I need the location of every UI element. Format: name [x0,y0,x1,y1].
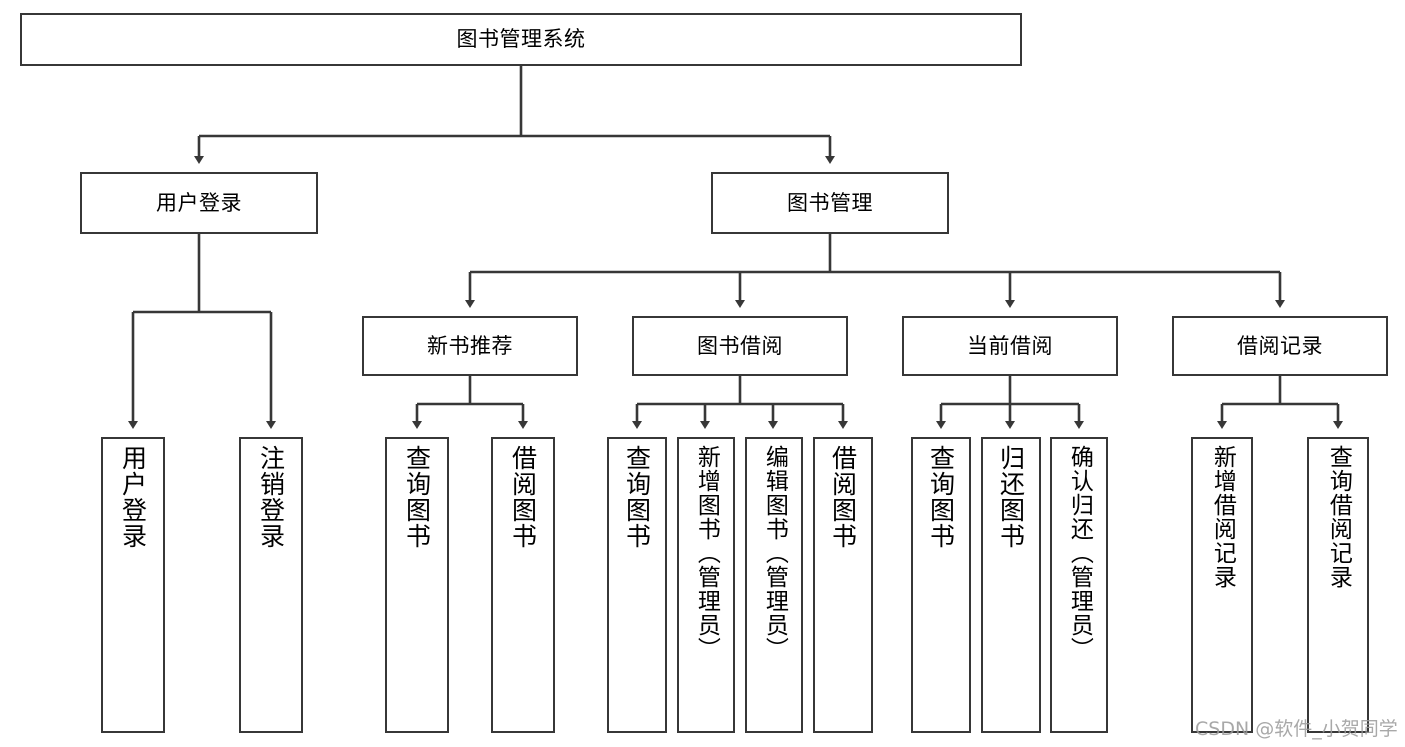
leaf-confirm-return-admin[interactable]: 确认归还（管理员） [1050,437,1108,733]
node-root-system[interactable]: 图书管理系统 [20,13,1022,66]
node-label: 编辑图书（管理员） [761,445,788,661]
leaf-query-book-recommend[interactable]: 查询图书 [385,437,449,733]
node-label: 图书管理 [787,190,873,215]
leaf-borrow-book-recommend[interactable]: 借阅图书 [491,437,555,733]
node-label: 新增借阅记录 [1209,445,1236,589]
node-borrow-record[interactable]: 借阅记录 [1172,316,1388,376]
node-label: 新书推荐 [427,333,513,358]
node-label: 借阅图书 [508,445,538,549]
node-book-borrow[interactable]: 图书借阅 [632,316,848,376]
node-label: 用户登录 [118,445,148,549]
node-label: 查询图书 [402,445,432,549]
node-book-management[interactable]: 图书管理 [711,172,949,234]
node-label: 查询图书 [622,445,652,549]
node-label: 查询借阅记录 [1325,445,1352,589]
node-label: 借阅记录 [1237,333,1323,358]
leaf-return-book[interactable]: 归还图书 [981,437,1041,733]
leaf-query-book-current[interactable]: 查询图书 [911,437,971,733]
node-label: 确认归还（管理员） [1066,445,1093,661]
node-user-login[interactable]: 用户登录 [80,172,318,234]
leaf-borrow-book[interactable]: 借阅图书 [813,437,873,733]
node-label: 用户登录 [156,190,242,215]
node-label: 图书借阅 [697,333,783,358]
leaf-user-logout[interactable]: 注销登录 [239,437,303,733]
leaf-add-borrow-record[interactable]: 新增借阅记录 [1191,437,1253,733]
node-current-borrow[interactable]: 当前借阅 [902,316,1118,376]
node-label: 新增图书（管理员） [693,445,720,661]
leaf-add-book-admin[interactable]: 新增图书（管理员） [677,437,735,733]
csdn-watermark: CSDN @软件_小贺同学 [1195,718,1398,740]
node-label: 当前借阅 [967,333,1053,358]
node-label: 查询图书 [926,445,956,549]
leaf-user-login[interactable]: 用户登录 [101,437,165,733]
leaf-query-borrow-record[interactable]: 查询借阅记录 [1307,437,1369,733]
leaf-edit-book-admin[interactable]: 编辑图书（管理员） [745,437,803,733]
node-new-book-recommend[interactable]: 新书推荐 [362,316,578,376]
node-label: 借阅图书 [828,445,858,549]
node-label: 注销登录 [256,445,286,549]
node-label: 图书管理系统 [456,27,586,52]
leaf-query-book-borrow[interactable]: 查询图书 [607,437,667,733]
node-label: 归还图书 [996,445,1026,549]
